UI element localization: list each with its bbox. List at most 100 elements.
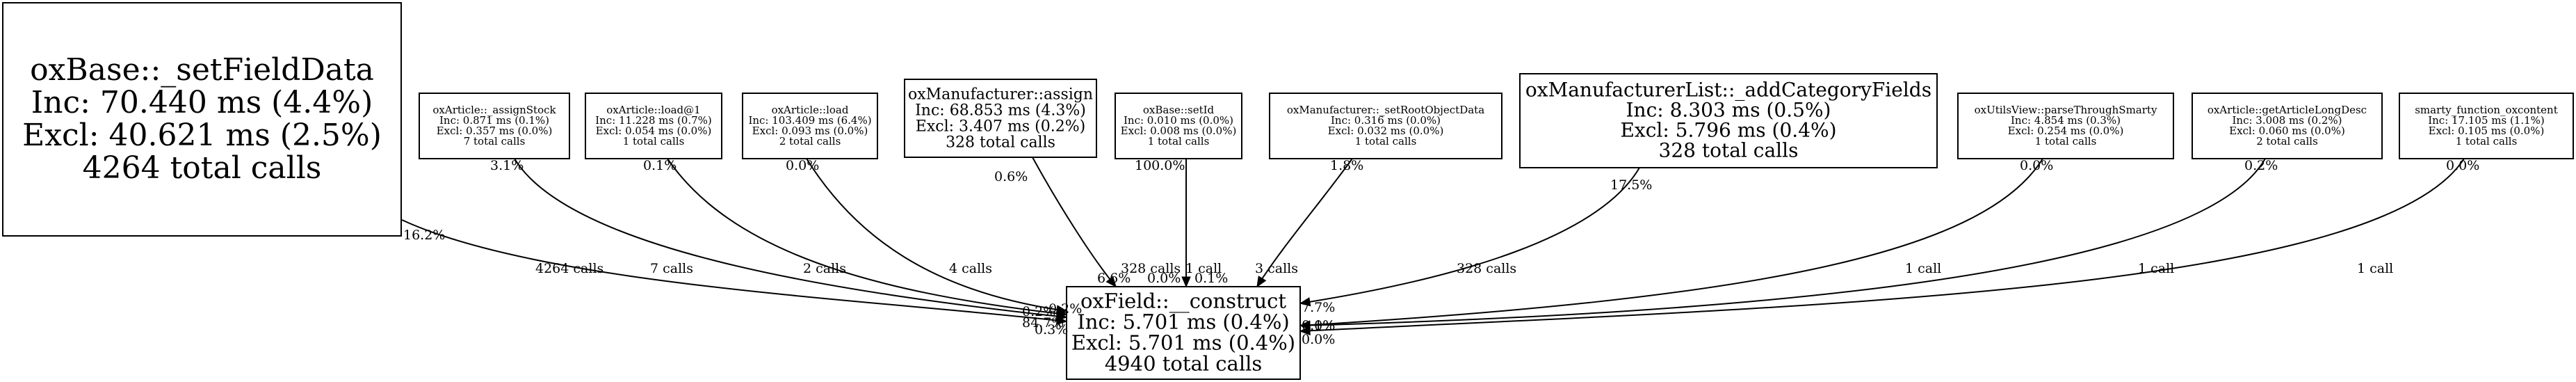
edge-calls-label: 1 call [2138, 261, 2174, 276]
node-inclusive-time: Inc: 0.316 ms (0.0%) [1331, 114, 1441, 127]
node-box[interactable] [2, 2, 402, 237]
edge-callee-pct: 6.6% [1097, 271, 1131, 286]
edge-calls-label: 3 calls [1255, 261, 1298, 276]
edges-layer [401, 157, 2465, 336]
edge-calls-label: 328 calls [1121, 261, 1181, 276]
edge-calls-label: 1 call [1905, 261, 1941, 276]
node-box[interactable] [1957, 93, 2174, 159]
node-total-calls: 328 total calls [1659, 139, 1799, 162]
node-box[interactable] [2399, 93, 2574, 159]
edge-caller-pct: 17.5% [1610, 177, 1652, 193]
node-title: oxBase::setId [1143, 104, 1215, 116]
node-total-calls: 1 total calls [623, 135, 685, 148]
node-total-calls: 4940 total calls [1105, 352, 1263, 376]
node-total-calls: 1 total calls [1148, 135, 1210, 148]
edge-caller-pct: 0.0% [786, 158, 819, 173]
node-title: oxArticle::getArticleLongDesc [2208, 104, 2367, 116]
node-box[interactable] [419, 93, 570, 159]
edge-oxarticle-load-1 [667, 158, 1067, 315]
node-inclusive-time: Inc: 5.701 ms (0.4%) [1077, 310, 1290, 334]
edge-callee-pct: 0.0% [1302, 318, 1335, 333]
node-title: oxUtilsView::parseThroughSmarty [1975, 104, 2157, 116]
node-inclusive-time: Inc: 103.409 ms (6.4%) [748, 114, 871, 127]
edge-callee-pct: 0.2% [1048, 301, 1082, 317]
node-title: oxArticle::load@1 [606, 104, 700, 116]
node-inclusive-time: Inc: 11.228 ms (0.7%) [595, 114, 712, 127]
node-inclusive-time: Inc: 70.440 ms (4.4%) [31, 85, 373, 120]
node-box[interactable] [2192, 93, 2383, 159]
arrowhead-icon [1256, 276, 1267, 288]
edge-calls-label: 1 call [2357, 261, 2393, 276]
node-exclusive-time: Excl: 5.796 ms (0.4%) [1620, 119, 1836, 142]
edge-callee-pct: 0.1% [1194, 271, 1228, 286]
node-title: smarty_function_oxcontent [2415, 104, 2558, 116]
edge-calls-label: 4 calls [949, 261, 992, 276]
node-title: oxManufacturer::assign [908, 86, 1093, 103]
node-exclusive-time: Excl: 3.407 ms (0.2%) [916, 118, 1085, 135]
edge-caller-pct: 0.2% [2244, 158, 2278, 173]
caller-node-oxmanufacturerlist-addcategoryfields[interactable]: oxManufacturerList::_addCategoryFieldsIn… [1519, 73, 1938, 168]
edge-calls-label: 7 calls [650, 261, 693, 276]
node-total-calls: 1 total calls [1355, 135, 1417, 148]
node-box[interactable] [585, 93, 722, 159]
edge-callee-pct: 0.0% [1302, 332, 1335, 347]
node-box[interactable] [1519, 73, 1938, 168]
node-exclusive-time: Excl: 0.093 ms (0.0%) [752, 125, 868, 137]
node-inclusive-time: Inc: 68.853 ms (4.3%) [915, 102, 1086, 119]
edge-caller-pct: 100.0% [1135, 158, 1185, 173]
node-inclusive-time: Inc: 0.010 ms (0.0%) [1124, 114, 1233, 127]
node-total-calls: 4264 total calls [83, 150, 322, 186]
edge-caller-pct: 16.2% [403, 228, 445, 243]
edge-callee-pct: 7.7% [1302, 300, 1335, 315]
edge-oxutilsview-parsethroughsmarty [1299, 158, 2043, 326]
arrowhead-icon [1055, 305, 1068, 315]
edge-oxmanufacturerlist-addcategoryfields [1299, 167, 1640, 304]
node-inclusive-time: Inc: 0.871 ms (0.1%) [439, 114, 549, 127]
edge-callee-pct: 0.0% [1147, 271, 1181, 286]
node-total-calls: 2 total calls [779, 135, 841, 148]
edge-caller-pct: 0.0% [2446, 158, 2479, 173]
arrowhead-icon [1181, 276, 1191, 288]
node-title: oxArticle::load [772, 104, 849, 116]
edge-oxmanufacturer-setrootobjectdata [1256, 158, 1353, 287]
node-title: oxManufacturer::_setRootObjectData [1287, 104, 1484, 116]
edge-smarty-function-oxcontent [1299, 158, 2465, 332]
edge-callee-pct: 0.1% [1302, 318, 1335, 333]
edge-oxarticle-assignstock [514, 158, 1067, 318]
node-box[interactable] [904, 79, 1097, 158]
node-box[interactable] [742, 93, 878, 159]
node-total-calls: 1 total calls [2035, 135, 2097, 148]
node-title: oxField::__construct [1080, 289, 1286, 314]
node-box[interactable] [1066, 286, 1301, 380]
node-total-calls: 7 total calls [464, 135, 526, 148]
node-exclusive-time: Excl: 40.621 ms (2.5%) [22, 118, 382, 153]
node-title: oxManufacturerList::_addCategoryFields [1525, 79, 1931, 102]
node-exclusive-time: Excl: 0.054 ms (0.0%) [596, 125, 712, 137]
edge-oxarticle-load [806, 158, 1067, 312]
arrowhead-icon [1105, 276, 1117, 287]
node-inclusive-time: Inc: 17.105 ms (1.1%) [2428, 114, 2545, 127]
edge-calls-label: 4264 calls [535, 261, 604, 276]
edge-callee-pct: 84.7% [1022, 315, 1064, 331]
node-title: oxBase::_setFieldData [30, 52, 374, 88]
node-box[interactable] [1269, 93, 1502, 159]
edge-calls-label: 328 calls [1457, 261, 1516, 276]
arrowhead-icon [1299, 326, 1311, 336]
node-exclusive-time: Excl: 0.032 ms (0.0%) [1328, 125, 1444, 137]
node-box[interactable] [1115, 93, 1242, 159]
edge-calls-label: 1 call [1185, 261, 1222, 276]
node-inclusive-time: Inc: 4.854 ms (0.3%) [2011, 114, 2121, 127]
